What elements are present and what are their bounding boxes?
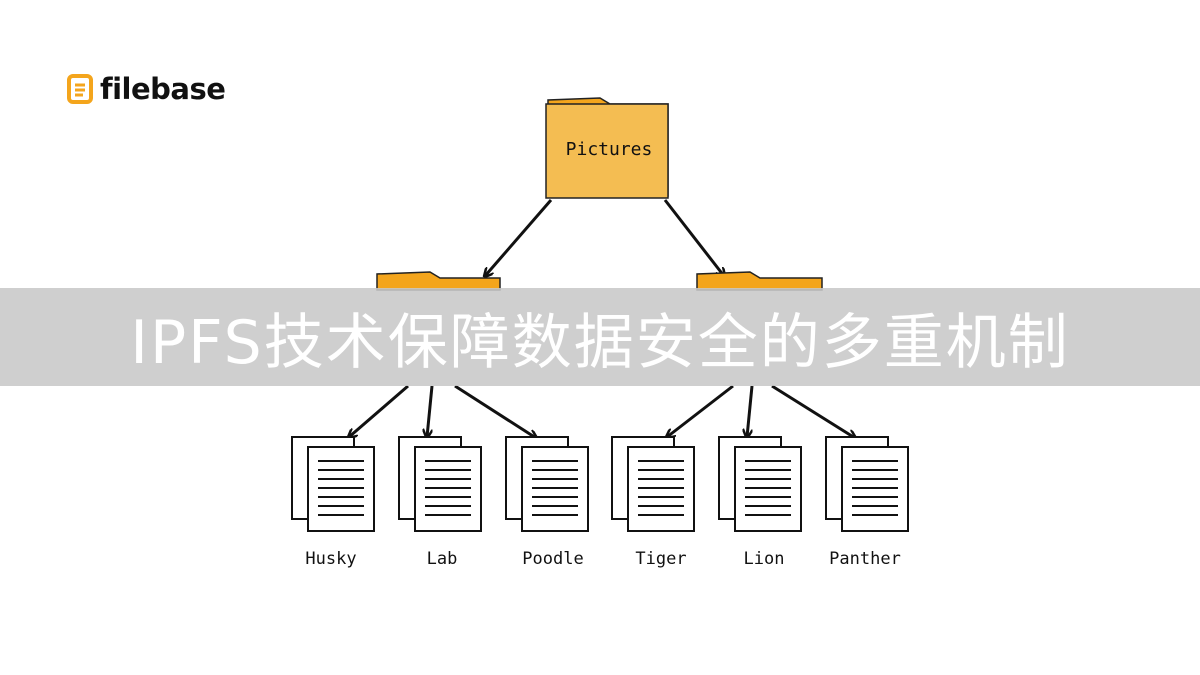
file-stack-tiger-icon xyxy=(611,436,695,532)
file-label-lion: Lion xyxy=(744,549,785,569)
arrow-to-tiger xyxy=(667,384,734,437)
filebase-logo: filebase xyxy=(66,72,226,106)
root-folder-label: Pictures xyxy=(566,139,653,160)
title-banner: IPFS技术保障数据安全的多重机制 xyxy=(0,288,1200,386)
file-stack-lion-icon xyxy=(718,436,802,532)
file-label-husky: Husky xyxy=(305,549,356,569)
arrow-to-panther xyxy=(771,384,855,438)
file-stack-lab-icon xyxy=(398,436,482,532)
file-label-lab: Lab xyxy=(427,549,458,569)
root-folder-icon xyxy=(545,97,669,199)
arrow-to-lion xyxy=(747,385,754,437)
file-label-tiger: Tiger xyxy=(635,549,686,569)
file-label-poodle: Poodle xyxy=(522,549,583,569)
banner-title: IPFS技术保障数据安全的多重机制 xyxy=(130,307,1070,378)
arrow-root-right xyxy=(663,199,724,276)
file-stack-poodle-icon xyxy=(505,436,589,532)
arrow-root-left xyxy=(485,199,553,276)
document-icon xyxy=(67,74,93,104)
arrow-to-lab xyxy=(427,385,434,437)
file-stack-panther-icon xyxy=(825,436,909,532)
file-stack-husky-icon xyxy=(291,436,375,532)
arrow-to-husky xyxy=(349,384,409,437)
logo-text: filebase xyxy=(100,72,226,106)
file-label-panther: Panther xyxy=(829,549,901,569)
arrow-to-poodle xyxy=(454,384,536,438)
